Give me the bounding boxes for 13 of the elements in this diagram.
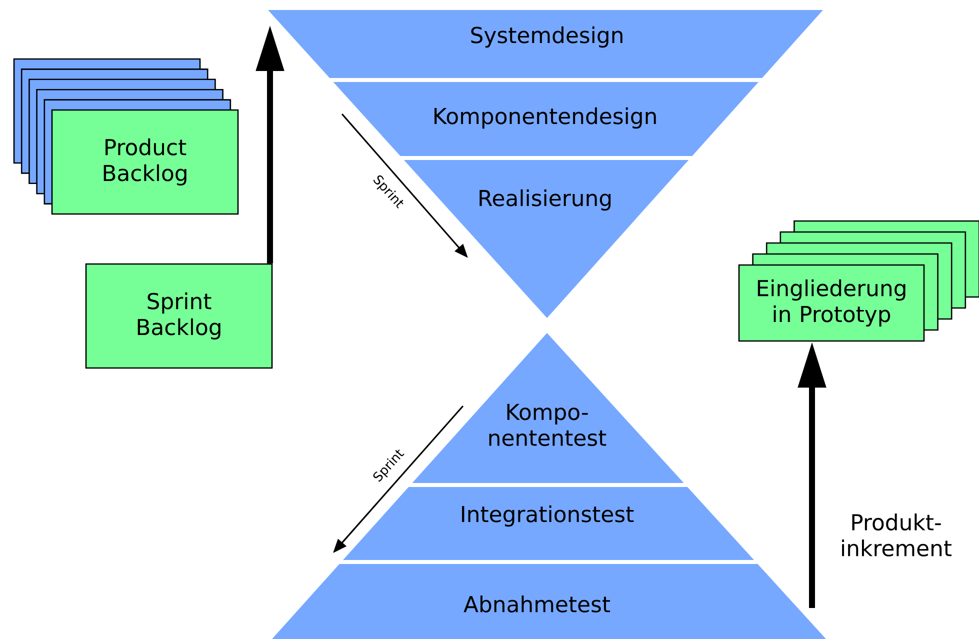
- node-label: in Prototyp: [774, 305, 890, 327]
- edge-label: Produkt- inkrement: [825, 512, 967, 558]
- funnel-band: Abnahmetest: [272, 564, 826, 639]
- node-label: Eingliederung: [758, 279, 906, 301]
- node-label: Backlog: [104, 164, 186, 186]
- funnel-band: Komponentendesign: [333, 82, 758, 156]
- funnel-band: Systemdesign: [268, 10, 823, 78]
- funnel-band: Realisierung: [404, 160, 689, 318]
- document-stack: Eingliederung in Prototyp: [738, 220, 979, 342]
- process-box: Sprint Backlog: [85, 263, 273, 369]
- funnel-band: Integrationstest: [343, 487, 754, 560]
- document-stack: Product Backlog: [13, 58, 239, 215]
- funnel-band: Kompo- nententest: [412, 333, 684, 483]
